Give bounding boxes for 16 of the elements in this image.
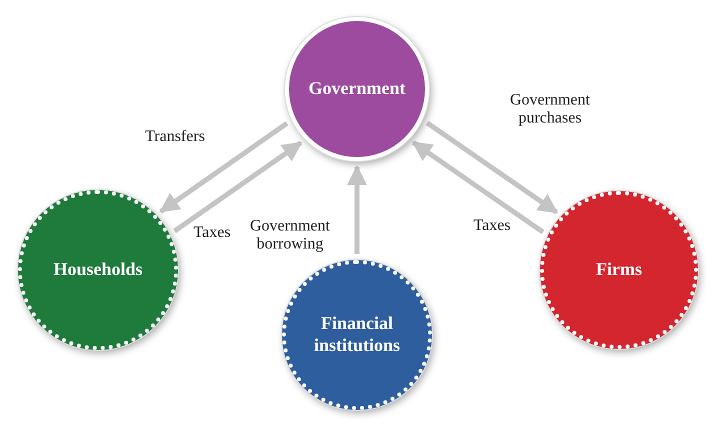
edge-label: Taxes	[192, 224, 232, 242]
edge-label: Government borrowing	[249, 218, 331, 254]
edge-label: Government purchases	[509, 92, 591, 128]
edge-label: Transfers	[144, 128, 206, 146]
arrow	[173, 140, 302, 234]
arrow	[426, 120, 558, 214]
circle-node	[285, 17, 429, 161]
node-label: Financial institutions	[312, 313, 402, 357]
node-label: Households	[53, 259, 143, 281]
node-label: Government	[308, 78, 406, 100]
arrow	[412, 140, 544, 234]
circle-node	[540, 191, 698, 349]
node-label: Firms	[596, 259, 642, 281]
arrow	[159, 121, 288, 214]
arrow	[347, 165, 367, 254]
edge-label: Taxes	[472, 216, 512, 236]
